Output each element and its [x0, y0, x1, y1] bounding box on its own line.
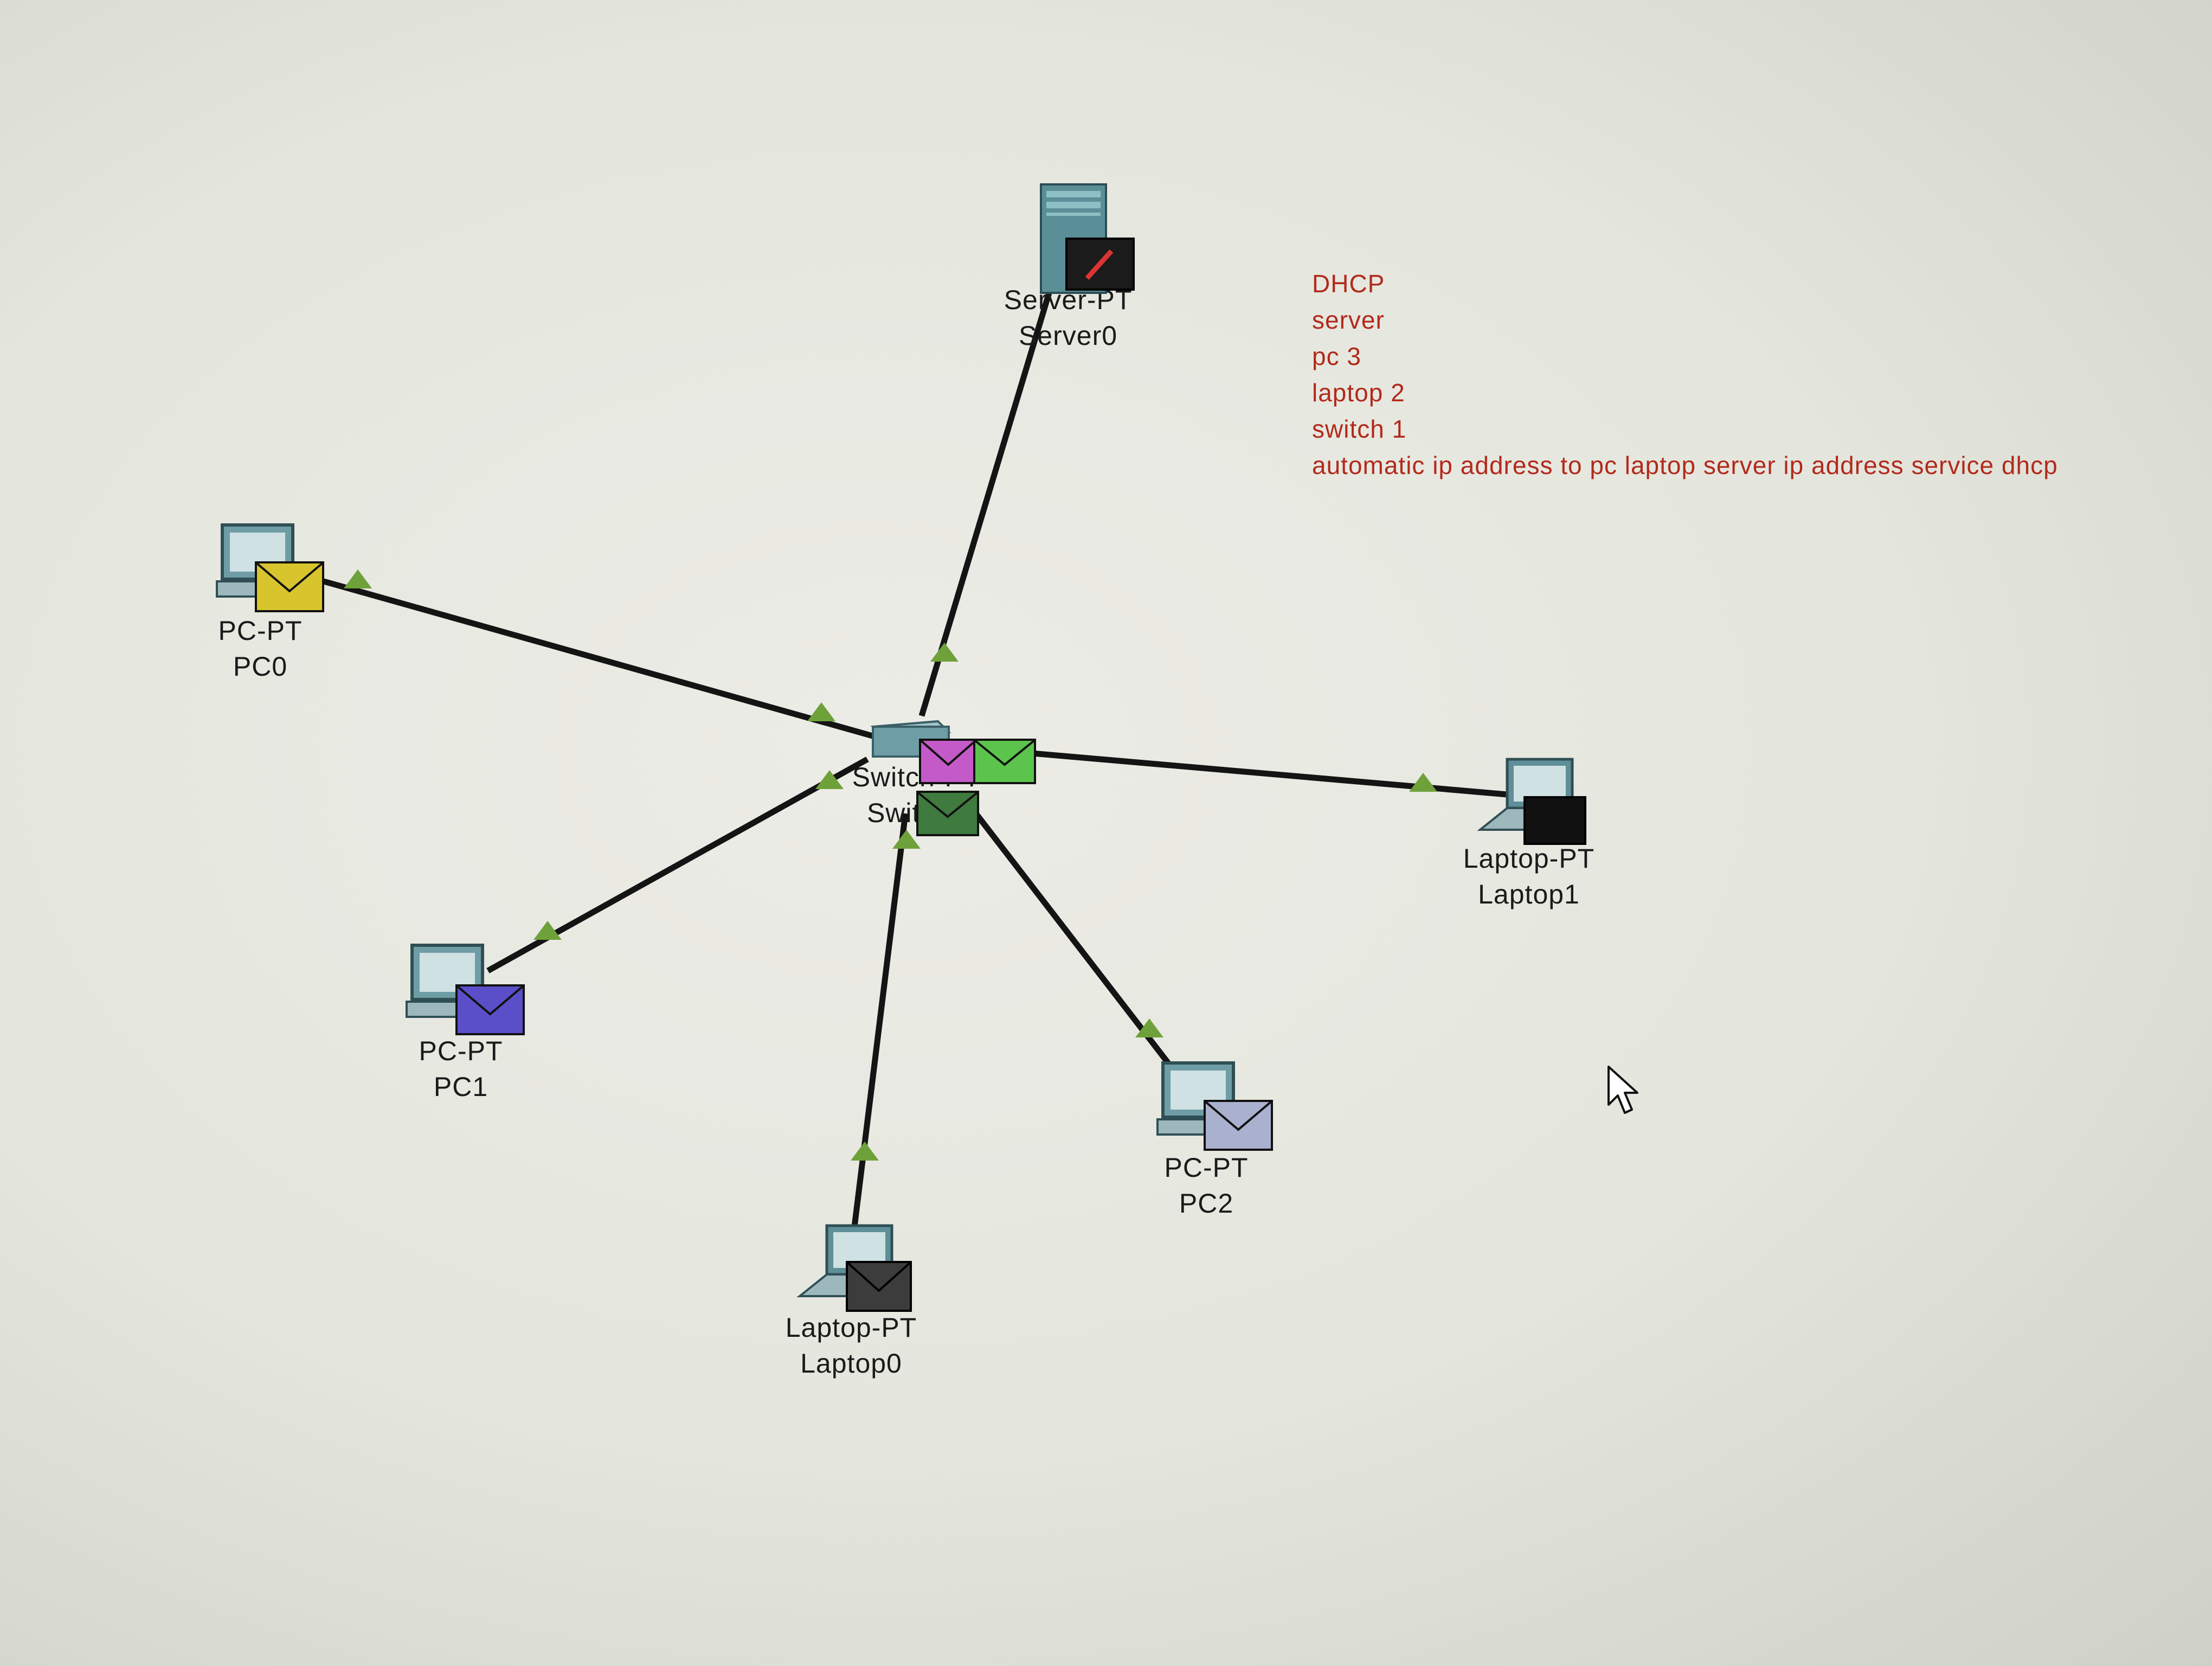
pdu-envelope-icon[interactable] — [1204, 1100, 1274, 1154]
pdu-envelope-icon[interactable] — [846, 1261, 914, 1315]
device-model-label: PC-PT — [218, 616, 303, 646]
cable-switch0-laptop0[interactable] — [851, 813, 909, 1232]
link-light-up-icon — [851, 1142, 879, 1161]
device-model-label: PC-PT — [1164, 1152, 1249, 1183]
device-model-label: PC-PT — [419, 1036, 503, 1066]
device-laptop1[interactable]: Laptop-PT Laptop1 — [1448, 748, 1610, 912]
laptop-icon — [796, 1224, 894, 1297]
device-switch0[interactable]: Switch-PT Switch0 — [835, 700, 1036, 836]
link-light-up-icon — [807, 702, 835, 721]
link-light-up-icon — [1409, 773, 1437, 792]
note-line: automatic ip address to pc laptop server… — [1312, 451, 2058, 479]
note-line: server — [1312, 306, 1385, 334]
device-model-label: Laptop-PT — [785, 1312, 917, 1343]
link-light-up-icon — [1135, 1018, 1163, 1037]
workspace-note[interactable]: DHCP server pc 3 laptop 2 switch 1 autom… — [1312, 266, 2058, 484]
note-line: switch 1 — [1312, 415, 1407, 443]
device-laptop0[interactable]: Laptop-PT Laptop0 — [770, 1215, 933, 1381]
pdu-envelope-icon[interactable] — [455, 984, 526, 1039]
pdu-envelope-icon[interactable] — [973, 739, 1038, 787]
link-light-up-icon — [344, 569, 372, 588]
pdu-envelope-icon[interactable] — [916, 791, 981, 840]
link-lights — [344, 569, 1437, 1161]
link-light-up-icon — [930, 643, 959, 662]
device-name-label: Server0 — [1018, 321, 1118, 351]
pdu-envelope-icon[interactable] — [255, 561, 325, 616]
device-name-label: PC1 — [433, 1072, 488, 1102]
note-line: pc 3 — [1312, 342, 1361, 370]
cable-pc0-switch0[interactable] — [319, 577, 879, 741]
link-light-up-icon — [892, 830, 921, 849]
note-line: laptop 2 — [1312, 379, 1405, 407]
link-light-up-icon — [533, 921, 562, 940]
pc-icon — [1156, 1061, 1240, 1136]
note-line: DHCP — [1312, 270, 1385, 298]
device-pc0[interactable]: PC-PT PC0 — [179, 515, 342, 684]
pdu-envelope-icon[interactable] — [1065, 238, 1136, 297]
device-name-label: Laptop0 — [800, 1348, 902, 1379]
pdu-envelope-icon[interactable] — [1523, 796, 1589, 848]
device-pc1[interactable]: PC-PT PC1 — [380, 933, 542, 1105]
device-name-label: PC0 — [233, 651, 288, 682]
device-name-label: Laptop1 — [1478, 879, 1580, 909]
device-model-label: Laptop-PT — [1463, 843, 1595, 874]
device-pc2[interactable]: PC-PT PC2 — [1125, 1052, 1288, 1221]
device-server0[interactable]: Server-PT Server0 — [987, 179, 1149, 354]
device-name-label: PC2 — [1179, 1188, 1234, 1219]
link-light-up-icon — [815, 770, 844, 789]
pdu-envelope-icon[interactable] — [919, 739, 979, 787]
mouse-pointer-icon — [1607, 1066, 1638, 1114]
